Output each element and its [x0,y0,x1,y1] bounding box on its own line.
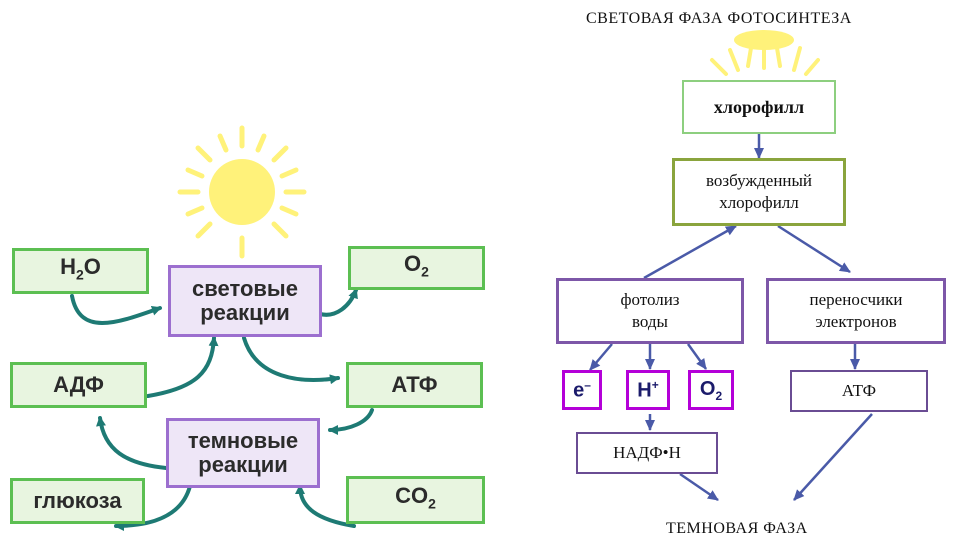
dark-phase-caption: ТЕМНОВАЯ ФАЗА [666,520,808,537]
atf-label-left: АТФ [391,372,438,397]
arrow-photolysis-to-excited [643,224,737,280]
arrow-adf-to-light [146,336,219,398]
sun-icon-right [710,30,820,76]
chlorophyll-label: хлорофилл [713,96,805,117]
dark-reactions-label: темновые реакции [187,428,299,477]
arrow-atf-to-dark [328,408,374,435]
light-reactions-box: световые реакции [168,265,322,337]
arrow-h2o-to-light [70,294,162,325]
dark-reactions-box: темновые реакции [166,418,320,488]
carriers-box: переносчики электронов [766,278,946,344]
atf-label-right: АТФ [841,381,877,400]
excited-chlorophyll-label: возбужденный хлорофилл [705,171,813,212]
nadph-box: НАДФ•Н [576,432,718,474]
h2o-label: H2O [60,254,101,283]
excited-chlorophyll-box: возбужденный хлорофилл [672,158,846,226]
adf-box: АДФ [10,362,147,408]
atf-box-left: АТФ [346,362,483,408]
photolysis-box: фотолиз воды [556,278,744,344]
arrow-atf-to-dark-phase [793,413,873,501]
proton-box: H+ [626,370,670,410]
chlorophyll-box: хлорофилл [682,80,836,134]
glucose-box: глюкоза [10,478,145,524]
glucose-label: глюкоза [33,488,122,513]
o2-box: O2 [348,246,485,290]
light-phase-title: СВЕТОВАЯ ФАЗА ФОТОСИНТЕЗА [586,10,852,27]
arrow-light-to-o2 [318,288,358,317]
carriers-label: переносчики электронов [809,290,903,331]
oxygen-box: O2 [688,370,734,410]
light-reactions-label: световые реакции [192,276,298,325]
adf-label: АДФ [53,372,104,397]
arrow-photolysis-to-electron [589,343,613,371]
arrow-excited-to-carriers [777,224,851,274]
arrow-nadph-to-dark-phase [679,472,719,502]
o2-label: O2 [404,251,429,280]
atf-box-right: АТФ [790,370,928,412]
arrow-light-to-atf [242,336,340,385]
h2o-box: H2O [12,248,149,294]
co2-label: CO2 [395,483,436,512]
electron-label: e– [573,377,591,402]
arrow-dark-to-adf [96,416,168,470]
proton-label: H+ [637,377,659,402]
nadph-label: НАДФ•Н [613,443,681,462]
photolysis-label: фотолиз воды [620,290,680,331]
arrow-co2-to-dark [295,484,356,528]
arrow-dark-to-glucose [114,484,192,531]
arrow-photolysis-to-oxygen [686,343,708,370]
co2-box: CO2 [346,476,485,524]
electron-box: e– [562,370,602,410]
sun-icon-left [177,125,307,259]
oxygen-label: O2 [699,377,723,403]
